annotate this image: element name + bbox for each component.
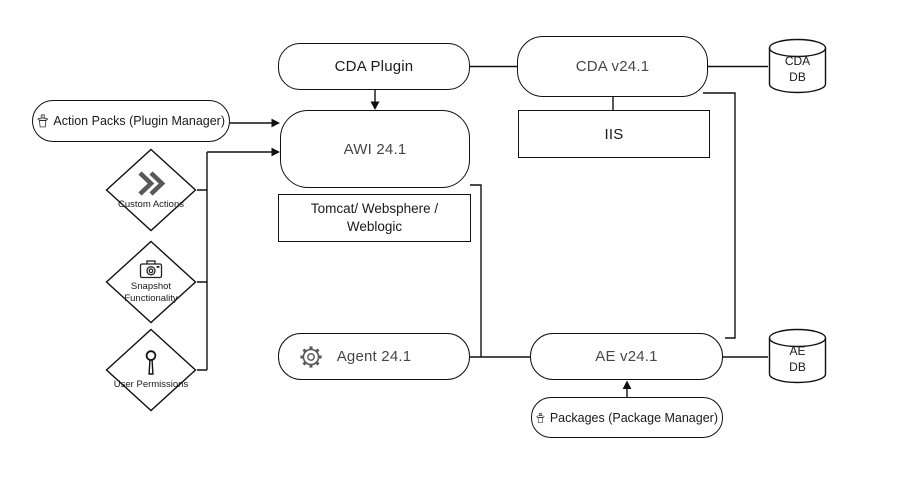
arrowhead-right-awi-1 [271,118,280,128]
node-ae: AE v24.1 [530,333,723,380]
gear-icon [300,345,322,368]
node-awi: AWI 24.1 [280,110,470,188]
cda-plugin-label: CDA Plugin [334,58,414,75]
user-permissions-label: User Permissions [113,378,189,390]
node-snapshot: Snapshot Functionality [105,240,197,324]
camera-icon [139,260,163,279]
awi-label: AWI 24.1 [343,140,407,158]
arrowhead-up-ae [622,380,632,389]
tomcat-line2: Weblogic [346,219,403,234]
node-tomcat: Tomcat/ Websphere / Weblogic [278,194,471,242]
packages-label: Packages (Package Manager) [549,410,718,425]
node-ae-db: AE DB [768,328,827,384]
ae-label: AE v24.1 [595,348,658,365]
node-action-packs: Action Packs (Plugin Manager) [32,100,230,142]
snapshot-line1: Snapshot [130,281,172,293]
database-cylinder-icon [768,328,827,384]
action-packs-label: Action Packs (Plugin Manager) [53,114,225,128]
ae-db-line2: DB [789,360,806,374]
cda-db-line2: DB [789,70,806,84]
node-custom-actions: Custom Actions [105,148,197,232]
iis-label: IIS [604,125,624,143]
diamond-shape [105,148,197,232]
agent-label: Agent 24.1 [336,348,412,365]
key-icon [145,350,157,375]
node-agent: Agent 24.1 [278,333,470,380]
diamond-shape [105,240,197,324]
database-cylinder-icon [768,38,827,94]
package-icon [536,412,545,423]
ae-db-line1: AE [789,344,806,359]
node-cda: CDA v24.1 [517,36,708,97]
node-iis: IIS [518,110,710,158]
node-cda-plugin: CDA Plugin [278,43,470,90]
node-user-permissions: User Permissions [105,328,197,412]
arrowhead-down-awi [370,101,380,110]
package-icon [37,114,48,128]
connector-awi-junction [470,184,482,357]
node-packages: Packages (Package Manager) [531,397,723,438]
connector-features-trunk [197,151,272,371]
tomcat-label: Tomcat/ Websphere / Weblogic [311,200,438,236]
node-cda-db: CDA DB [768,38,827,94]
cda-db-line1: CDA [784,54,811,69]
snapshot-label: Snapshot Functionality [124,281,177,304]
cda-db-label: CDA DB [768,48,827,92]
tomcat-line1: Tomcat/ Websphere / [310,200,439,216]
snapshot-line2: Functionality [124,292,178,304]
cda-label: CDA v24.1 [575,58,650,75]
ae-db-label: AE DB [768,338,827,382]
custom-actions-label: Custom Actions [118,198,184,210]
double-chevron-icon [138,171,166,196]
connector-cda-ae [703,92,736,339]
arrowhead-right-awi-2 [271,147,280,157]
